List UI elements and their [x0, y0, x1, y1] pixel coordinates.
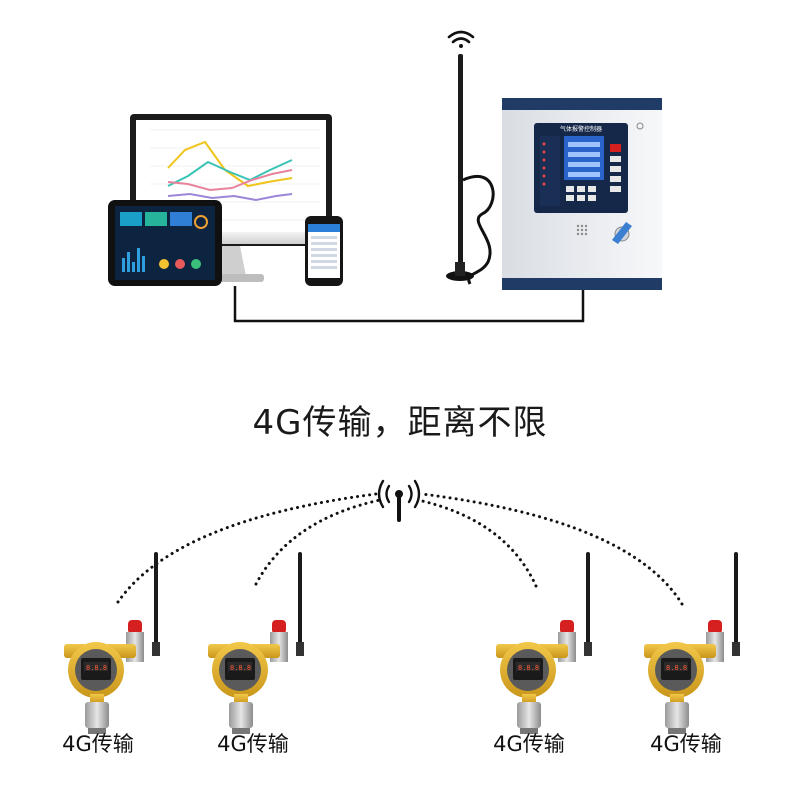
- series-pink: [167, 169, 293, 192]
- tablet: [108, 200, 222, 286]
- gas-alarm-controller: 气体报警控制器: [502, 98, 662, 290]
- headline: 4G传输，距离不限: [252, 403, 548, 443]
- series-purple: [167, 192, 293, 202]
- gas-detector-1: [64, 552, 160, 734]
- detector-label-2: 4G传输: [217, 732, 289, 756]
- radio-tower-icon: [377, 479, 421, 522]
- speaker-grille: [576, 224, 588, 236]
- smartphone: [305, 216, 343, 286]
- wired-link-line: [233, 286, 585, 323]
- controller-title: 气体报警控制器: [560, 125, 602, 133]
- wireless-link-2: [254, 498, 382, 586]
- monitor-line-chart: [150, 129, 320, 221]
- gas-detector-2: [208, 552, 304, 734]
- wireless-link-3: [416, 498, 538, 588]
- wireless-link-1: [116, 492, 378, 604]
- detector-label-1: 4G传输: [62, 732, 134, 756]
- detector-label-4: 4G传输: [650, 732, 722, 756]
- key-icon: [612, 222, 632, 244]
- wireless-links: [116, 492, 684, 606]
- detector-label-3: 4G传输: [493, 732, 565, 756]
- wireless-link-4: [420, 492, 684, 606]
- antenna-icon: [446, 54, 495, 285]
- gas-detector-4: [644, 552, 740, 734]
- gas-detector-3: [496, 552, 592, 734]
- series-teal: [167, 159, 293, 187]
- wifi-icon: [447, 30, 475, 48]
